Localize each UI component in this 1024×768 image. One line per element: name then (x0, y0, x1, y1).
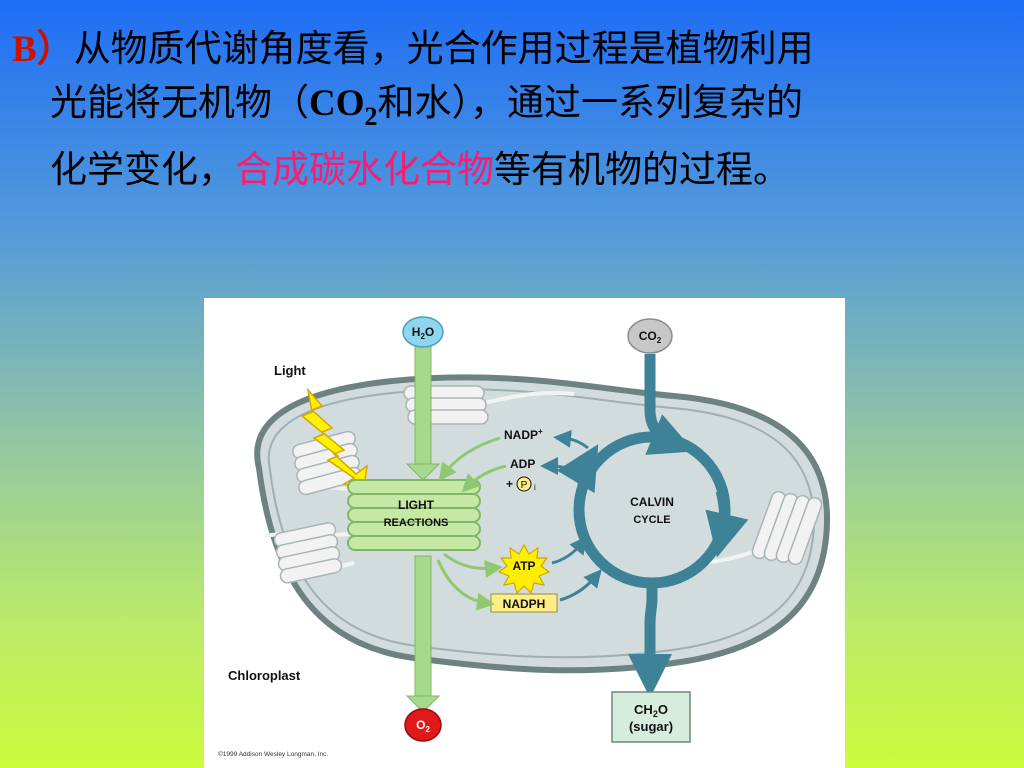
light-reactions-label-2: REACTIONS (384, 517, 449, 529)
adp-label: ADP (510, 457, 535, 471)
calvin-cycle-ring (573, 431, 731, 589)
oxygen-arrowhead (405, 695, 441, 713)
atp-burst-icon (497, 543, 551, 595)
nadph-label: NADPH (503, 597, 546, 611)
light-label: Light (274, 363, 306, 378)
text-line-2b: 和水），通过一系列复杂的 (377, 81, 804, 124)
text-line-3a: 化学变化， (50, 148, 235, 191)
light-reactions-granum (347, 479, 481, 551)
co2-node (627, 318, 673, 354)
copyright-note: ©1999 Addison Wesley Longman, Inc. (218, 750, 328, 758)
atp-to-calvin-arrow (551, 535, 588, 565)
highlight-carbohydrate: 合成碳水化合物 (235, 148, 494, 191)
nadp-to-light-arrow (438, 436, 501, 482)
nadp-return-arrow (553, 429, 589, 450)
atp-label: ATP (512, 559, 535, 573)
oxygen-node (404, 708, 442, 742)
oxygen-label: O2 (416, 718, 430, 734)
calvin-label-2: CYCLE (633, 514, 670, 526)
oxygen-output-arrow (414, 555, 432, 697)
co2-node-label: CO2 (639, 329, 662, 345)
adp-to-light-arrow (461, 464, 507, 493)
thylakoid-stack (273, 522, 343, 584)
adp-return-arrow (540, 457, 587, 478)
co2-subscript: 2 (364, 102, 378, 131)
thylakoid-stack (751, 490, 823, 566)
calvin-label-1: CALVIN (630, 495, 674, 509)
light-reactions-label-1: LIGHT (398, 498, 435, 512)
pi-sub: i (534, 483, 536, 492)
pi-p: P (521, 480, 528, 491)
water-label: H2O (412, 325, 434, 341)
water-node (402, 316, 444, 348)
sugar-box (611, 691, 691, 743)
chloroplast-label: Chloroplast (228, 668, 301, 683)
photosynthesis-diagram: H2O Light LIGHT REACTIONS CO2 CALVIN CYC… (218, 316, 831, 758)
light-to-atp-arrow (443, 552, 503, 578)
water-input-arrow (414, 343, 432, 465)
co2-formula: CO2 (309, 83, 378, 131)
sugar-label: (sugar) (629, 719, 673, 734)
text-line-3b: 等有机物的过程。 (494, 148, 790, 191)
text-line-2: 光能将无机物（CO2和水），通过一系列复杂的 (12, 76, 1012, 143)
light-to-nadph-arrow (436, 559, 495, 611)
sugar-output-arrow (628, 583, 672, 698)
nadph-to-calvin-arrow (559, 569, 602, 602)
pi-plus: + (506, 477, 513, 491)
phosphate-icon (516, 476, 532, 492)
item-label-b: B） (12, 29, 74, 70)
text-line-1-content: 从物质代谢角度看，光合作用过程是植物利用 (73, 27, 814, 70)
co2-main: CO (309, 83, 365, 124)
text-line-2a: 光能将无机物（ (50, 81, 309, 124)
text-line-1: B）从物质代谢角度看，光合作用过程是植物利用 (12, 22, 1012, 76)
water-arrowhead (405, 463, 441, 481)
calvin-arrow-right (705, 489, 749, 558)
photosynthesis-figure: H2O Light LIGHT REACTIONS CO2 CALVIN CYC… (204, 298, 845, 768)
text-line-3: 化学变化，合成碳水化合物等有机物的过程。 (12, 143, 1012, 196)
nadp-label: NADP+ (504, 427, 543, 442)
sugar-formula: CH2O (634, 702, 668, 719)
slide-text: B）从物质代谢角度看，光合作用过程是植物利用 光能将无机物（CO2和水），通过一… (12, 22, 1012, 196)
